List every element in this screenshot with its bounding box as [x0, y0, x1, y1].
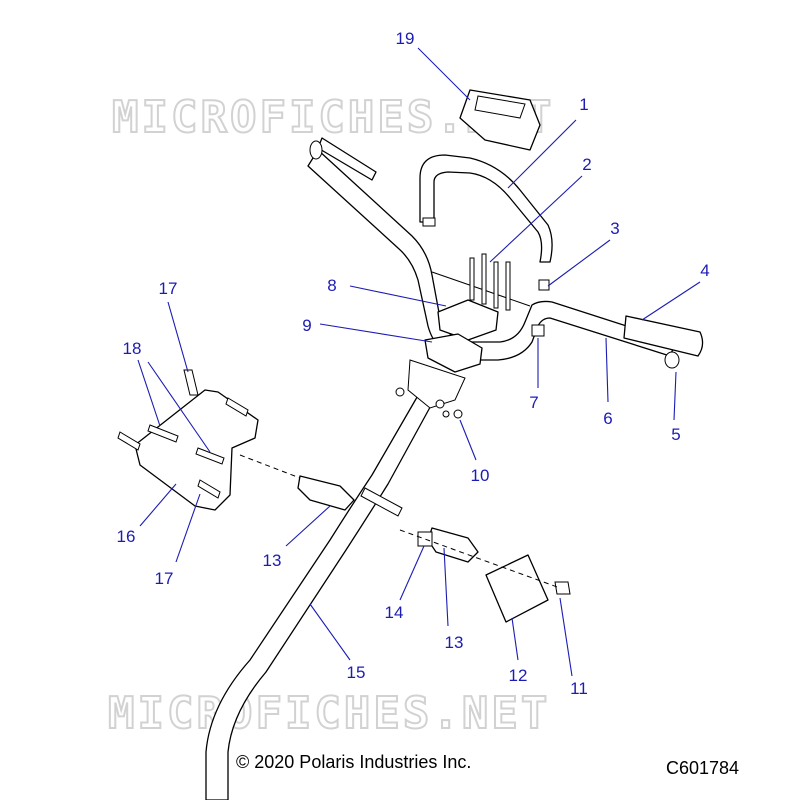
callout-4: 4	[700, 261, 709, 280]
right-grip	[623, 315, 704, 357]
callout-3: 3	[610, 219, 619, 238]
end-cap	[664, 351, 680, 369]
callout-1: 1	[579, 95, 588, 114]
callout-13b: 13	[445, 633, 464, 652]
alignment-line-left	[239, 454, 301, 479]
copyright-text: © 2020 Polaris Industries Inc.	[236, 752, 472, 772]
mounting-plate	[134, 389, 259, 511]
clamp-bolts	[469, 253, 511, 311]
brace-nut-left	[422, 217, 436, 227]
callout-5: 5	[671, 425, 680, 444]
callout-17a: 17	[159, 279, 178, 298]
callout-13a: 13	[263, 551, 282, 570]
callout-15: 15	[347, 663, 366, 682]
watermark-bottom: MICROFICHES.NET	[108, 688, 550, 739]
leader-lines	[137, 47, 701, 677]
crossbar-brace	[419, 154, 553, 263]
alignment-line-right	[399, 529, 561, 589]
handlebar-pad	[459, 89, 541, 151]
diagram-code: C601784	[666, 758, 740, 778]
post-clamp-right	[427, 527, 479, 563]
callout-17b: 17	[155, 569, 174, 588]
callout-16: 16	[117, 527, 136, 546]
callout-7: 7	[529, 393, 538, 412]
mounting-bolts	[117, 369, 249, 499]
bracket-plate	[485, 554, 549, 623]
left-grip-end	[309, 140, 323, 160]
callout-14: 14	[385, 603, 404, 622]
washer-7	[531, 324, 545, 337]
callout-6: 6	[603, 409, 612, 428]
brace-nut-right	[538, 279, 550, 291]
callout-11: 11	[570, 679, 588, 698]
callout-8: 8	[327, 276, 336, 295]
steering-post	[205, 359, 466, 800]
nut-11	[554, 581, 571, 595]
callout-18: 18	[123, 339, 142, 358]
callout-12: 12	[509, 666, 528, 685]
bushing	[417, 531, 433, 547]
handlebar-clamp-upper	[437, 299, 499, 341]
callout-9: 9	[302, 316, 311, 335]
callout-10: 10	[471, 466, 490, 485]
callout-19: 19	[396, 29, 415, 48]
post-clamp-left	[297, 475, 355, 511]
handlebar-clamp-lower	[424, 333, 483, 373]
callout-2: 2	[582, 155, 591, 174]
